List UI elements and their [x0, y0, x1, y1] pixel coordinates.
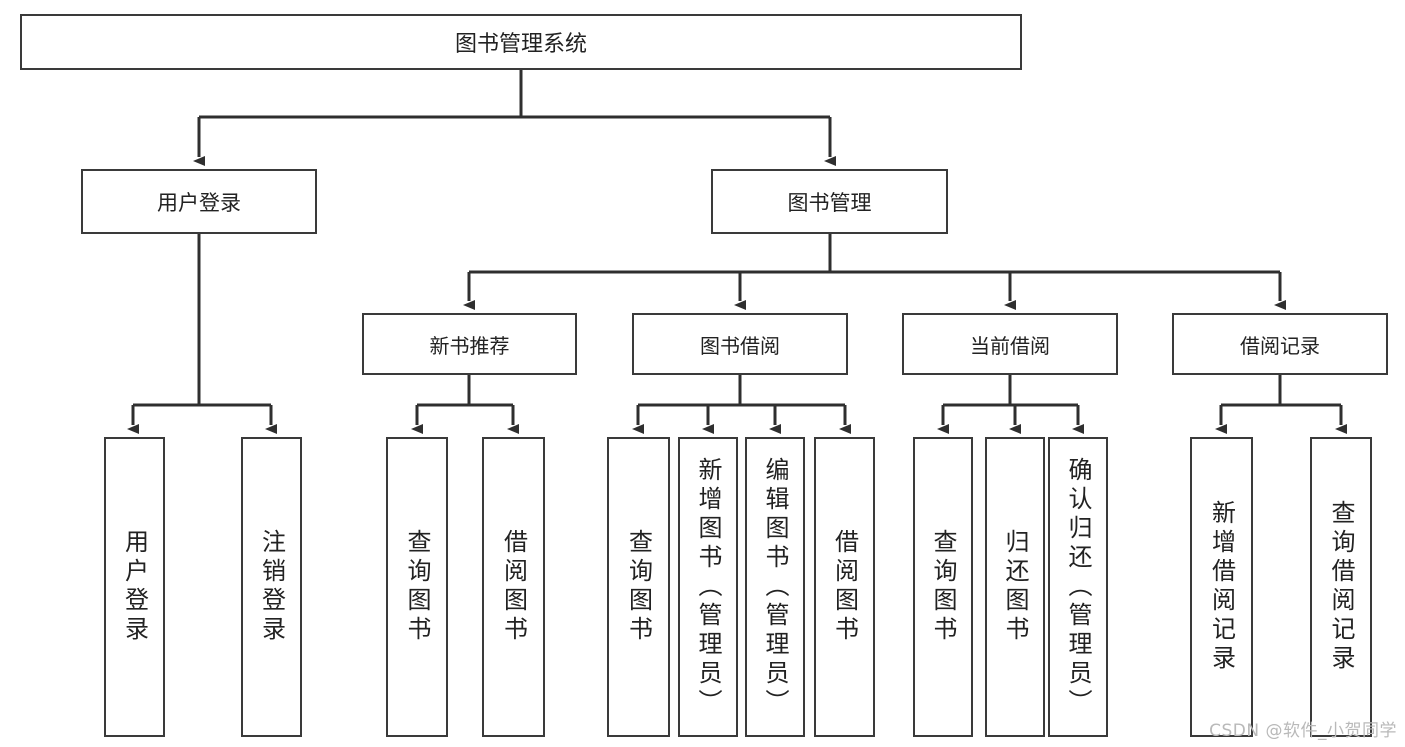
- leaf-return-book[interactable]: 归还图书: [985, 437, 1045, 737]
- leaf-label: 查询图书: [929, 529, 957, 645]
- leaf-label: 借阅图书: [499, 529, 528, 645]
- leaf-user-login[interactable]: 用户登录: [104, 437, 165, 737]
- node-level2-borrow-record[interactable]: 借阅记录: [1172, 313, 1388, 375]
- leaf-borrow-book-recommend[interactable]: 借阅图书: [482, 437, 545, 737]
- leaf-logout[interactable]: 注销登录: [241, 437, 302, 737]
- leaf-label: 新增借阅记录: [1207, 500, 1236, 674]
- node-level2-new-book-recommend[interactable]: 新书推荐: [362, 313, 577, 375]
- node-label: 当前借阅: [970, 333, 1050, 358]
- node-level2-book-borrow[interactable]: 图书借阅: [632, 313, 848, 375]
- leaf-label: 新增图书（管理员）: [694, 456, 722, 718]
- node-root-label: 图书管理系统: [454, 32, 587, 57]
- leaf-label: 注销登录: [257, 529, 286, 645]
- node-label: 图书借阅: [700, 333, 780, 358]
- node-label: 新书推荐: [429, 333, 510, 358]
- leaf-query-book-borrow[interactable]: 查询图书: [607, 437, 670, 737]
- leaf-add-book-admin[interactable]: 新增图书（管理员）: [678, 437, 738, 737]
- watermark: CSDN @软件_小贺同学: [1209, 721, 1397, 741]
- leaf-label: 查询借阅记录: [1327, 500, 1355, 674]
- leaf-add-borrow-record[interactable]: 新增借阅记录: [1190, 437, 1253, 737]
- leaf-label: 查询图书: [624, 529, 653, 645]
- leaf-label: 用户登录: [120, 529, 149, 645]
- leaf-label: 借阅图书: [830, 529, 859, 645]
- leaf-label: 查询图书: [403, 529, 431, 645]
- node-label: 用户登录: [157, 190, 241, 215]
- leaf-query-book-current[interactable]: 查询图书: [913, 437, 973, 737]
- node-root[interactable]: 图书管理系统: [20, 14, 1022, 70]
- node-level2-current-borrow[interactable]: 当前借阅: [902, 313, 1118, 375]
- node-label: 借阅记录: [1240, 333, 1320, 358]
- leaf-query-borrow-record[interactable]: 查询借阅记录: [1310, 437, 1372, 737]
- leaf-label: 归还图书: [1001, 529, 1029, 645]
- node-level1-book-management[interactable]: 图书管理: [711, 169, 948, 234]
- leaf-label: 编辑图书（管理员）: [761, 456, 789, 718]
- leaf-label: 确认归还（管理员）: [1064, 456, 1092, 718]
- leaf-confirm-return-admin[interactable]: 确认归还（管理员）: [1048, 437, 1108, 737]
- leaf-borrow-book[interactable]: 借阅图书: [814, 437, 875, 737]
- leaf-query-book-recommend[interactable]: 查询图书: [386, 437, 448, 737]
- leaf-edit-book-admin[interactable]: 编辑图书（管理员）: [745, 437, 805, 737]
- node-level1-user-login[interactable]: 用户登录: [81, 169, 317, 234]
- node-label: 图书管理: [787, 190, 872, 215]
